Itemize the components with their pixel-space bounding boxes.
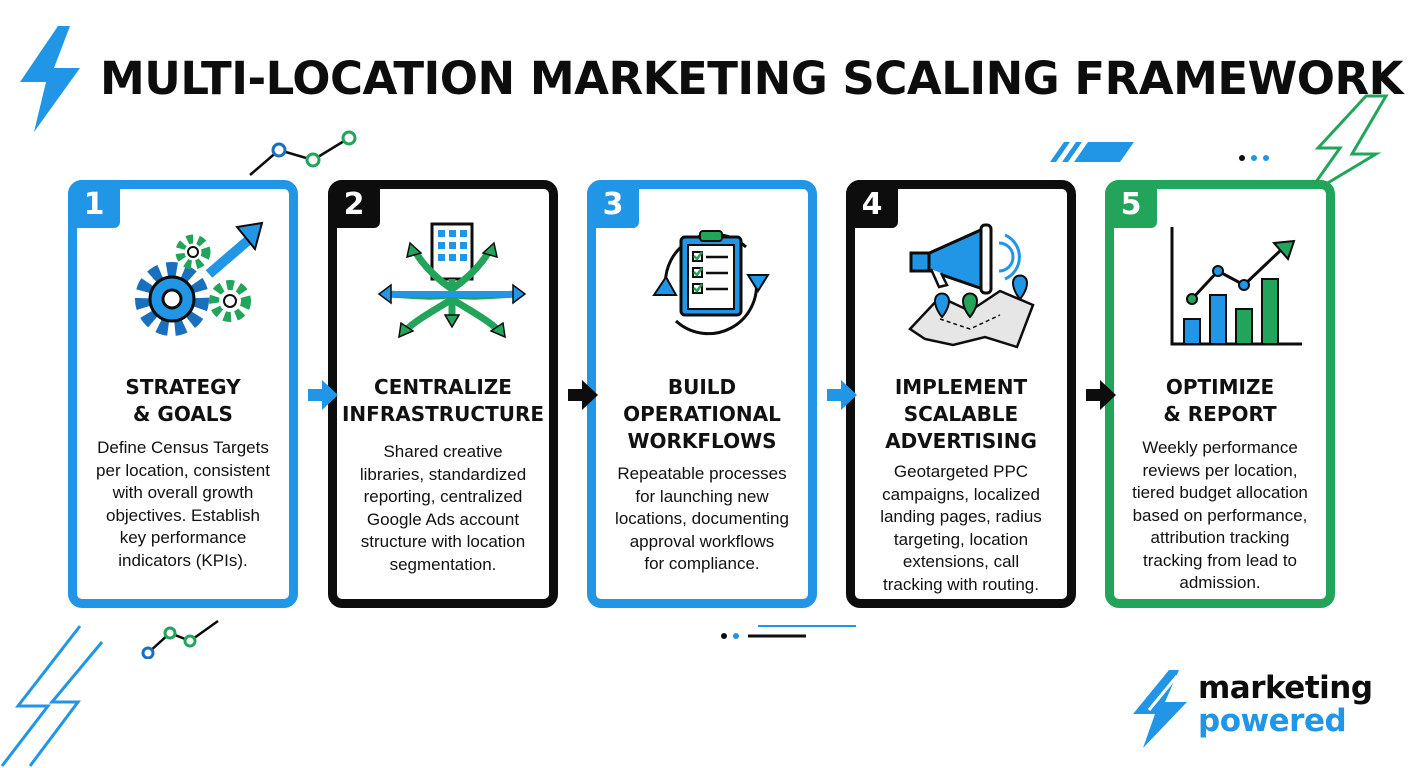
step-title: CENTRALIZE INFRASTRUCTURE	[341, 375, 545, 426]
logo-text-line1: marketing	[1198, 670, 1373, 706]
step-card-5: 5 OPTIMIZE & REPORT Weekly performance r…	[1105, 180, 1335, 608]
arrow-right-icon	[568, 380, 598, 410]
lightning-outline-decoration-icon	[0, 625, 104, 767]
step-title: IMPLEMENT SCALABLE ADVERTISING	[885, 375, 1037, 453]
bar-chart-trend-icon	[1170, 227, 1302, 346]
gears-arrow-icon	[135, 221, 264, 336]
dots-decoration-icon	[1239, 155, 1269, 161]
step-description: Define Census Targets per location, cons…	[96, 438, 270, 570]
clipboard-cycle-icon	[652, 230, 770, 336]
page-title: MULTI-LOCATION MARKETING SCALING FRAMEWO…	[100, 52, 1404, 105]
step-number: 5	[1105, 180, 1157, 228]
step-description: Repeatable processes for launching new l…	[615, 464, 789, 573]
step-description: Shared creative libraries, standardized …	[359, 442, 527, 574]
building-branching-arrows-icon	[377, 222, 527, 339]
line-graph-decoration-icon	[249, 130, 357, 176]
line-graph-decoration-icon	[141, 619, 219, 659]
lightning-bolt-icon	[20, 26, 80, 132]
megaphone-map-icon	[908, 223, 1035, 349]
dots-lines-decoration-icon	[721, 625, 856, 639]
step-number: 2	[328, 180, 380, 228]
step-number: 4	[846, 180, 898, 228]
step-card-3: 3 BUILD OPERATIONAL WORKFLOWS Repeatable…	[587, 180, 817, 608]
arrow-right-icon	[308, 380, 338, 410]
step-number: 1	[68, 180, 120, 228]
step-description: Geotargeted PPC campaigns, localized lan…	[880, 462, 1042, 594]
logo-text-line2: powered	[1198, 703, 1347, 739]
step-title: OPTIMIZE & REPORT	[1163, 375, 1277, 426]
step-card-4: 4 IMPLEMENT SCALABLE ADVERTISING Geotarg…	[846, 180, 1076, 608]
stripes-decoration-icon	[1050, 142, 1134, 162]
brand-logo: marketing powered	[1198, 672, 1373, 738]
arrow-right-icon	[1086, 380, 1116, 410]
step-description: Weekly performance reviews per location,…	[1132, 438, 1308, 592]
lightning-outline-decoration-icon	[1304, 94, 1389, 198]
step-card-1: 1 STRATEGY & GOALS Define Census Targets…	[68, 180, 298, 608]
step-card-2: 2 CENTRALIZE INFRASTRUCTURE Shared creat…	[328, 180, 558, 608]
step-title: BUILD OPERATIONAL WORKFLOWS	[623, 375, 781, 453]
arrow-right-icon	[827, 380, 857, 410]
step-number: 3	[587, 180, 639, 228]
step-title: STRATEGY & GOALS	[125, 375, 241, 426]
logo-lightning-icon	[1133, 670, 1187, 748]
